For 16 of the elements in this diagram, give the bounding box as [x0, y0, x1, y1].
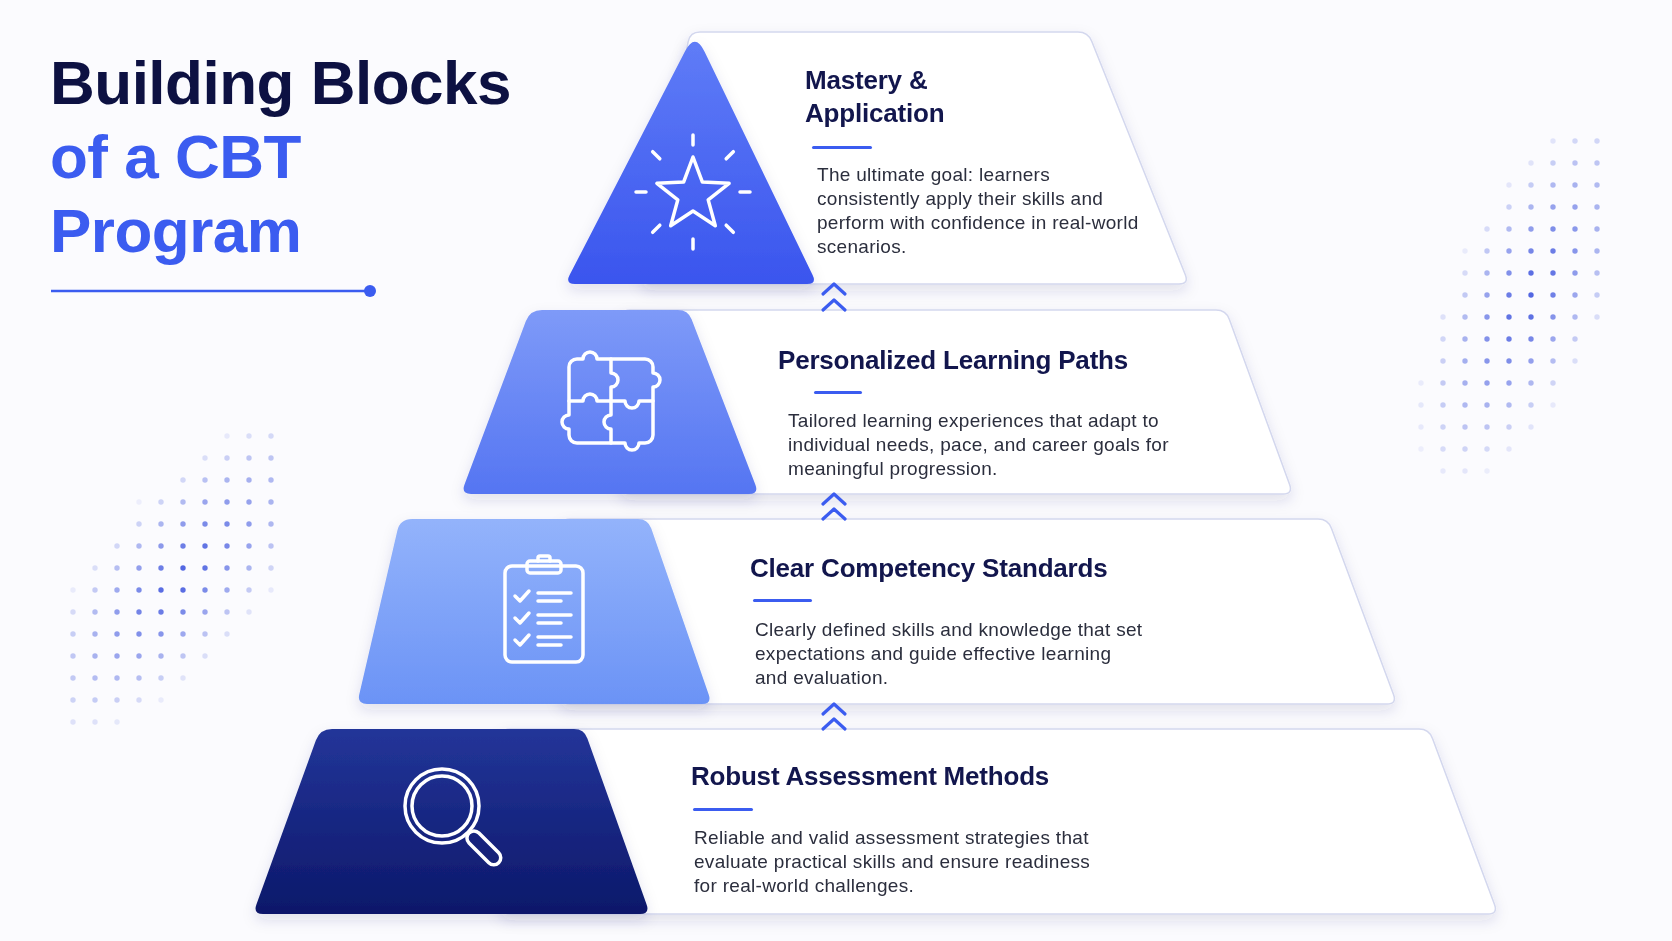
pyramid-tier	[253, 729, 1498, 914]
tier-description: Reliable and valid assessment strategies that evaluate practical skills and ensure readiness for real-world challenges.	[694, 826, 1092, 898]
tier-description: The ultimate goal: learners consistently apply their skills and perform with confidence in real-world scenarios.	[817, 163, 1140, 259]
double-chevron-arrow	[821, 282, 847, 312]
tier-heading: Mastery & Application	[805, 64, 946, 130]
double-chevron-arrow	[821, 492, 847, 521]
double-chevron-arrow	[821, 702, 847, 731]
tier-heading: Clear Competency Standards	[750, 552, 1109, 585]
title: Building Blocks of a CBT Program	[50, 47, 512, 267]
pyramid-tier	[565, 32, 1189, 284]
pyramid-tier	[461, 310, 1293, 494]
tier-description: Clearly defined skills and knowledge that set expectations and guide effective learning and evaluation.	[755, 618, 1144, 690]
pyramid-tier	[357, 519, 1397, 704]
tier-description: Tailored learning experiences that adapt to individual needs, pace, and career goals for meaningful progression.	[788, 409, 1170, 481]
tier-heading: Personalized Learning Paths	[778, 344, 1130, 377]
tier-heading: Robust Assessment Methods	[691, 760, 1051, 793]
